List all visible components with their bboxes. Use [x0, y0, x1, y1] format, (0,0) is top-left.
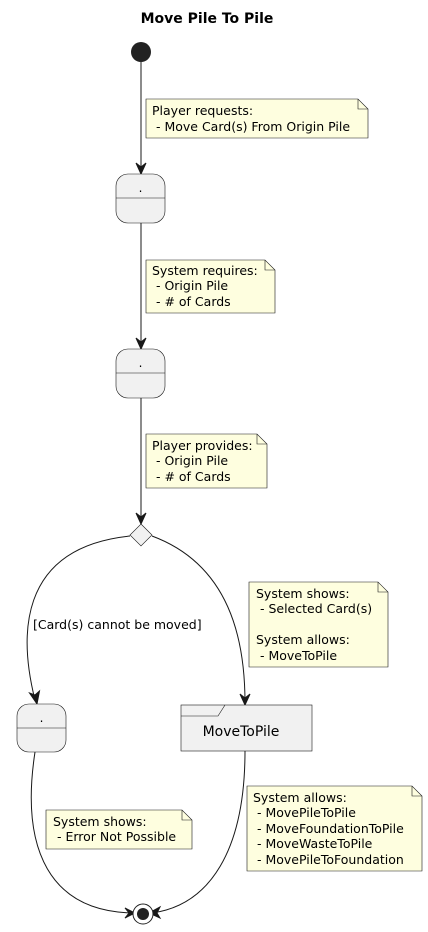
note-system-shows-error: System shows: - Error Not Possible — [0, 0, 196, 850]
choice-node — [129, 523, 153, 547]
arrowhead — [28, 689, 41, 706]
note-line: - MovePileToFoundation — [253, 852, 404, 867]
note-system-requires: System requires: - Origin Pile - # of Ca… — [0, 0, 286, 314]
start-node — [131, 42, 151, 62]
note-player-provides: Player provides: - Origin Pile - # of Ca… — [0, 0, 280, 489]
arrowhead — [239, 693, 251, 707]
arrowhead — [124, 907, 137, 919]
note-line: - # of Cards — [152, 469, 231, 484]
edge-choice-to-movetopile — [151, 535, 246, 704]
note-line: System allows: — [253, 790, 347, 805]
note-line: - # of Cards — [152, 294, 231, 309]
note-line: - MoveFoundationToPile — [253, 821, 404, 836]
end-node-core — [137, 908, 149, 920]
note-line: System shows: — [53, 814, 147, 829]
svg-text:System allows: - MovePi: System allows: - MovePileToPile - MoveFo… — [253, 790, 404, 867]
state-error: . — [16, 703, 67, 753]
arrowhead — [135, 162, 147, 176]
guard-label: [Card(s) cannot be moved] — [33, 617, 202, 632]
diagram-title: Move Pile To Pile — [141, 11, 274, 27]
svg-text:System shows: - Selecte: System shows: - Selected Card(s) System … — [256, 586, 372, 663]
note-line: System shows: — [256, 586, 350, 601]
movetopile-package: MoveToPile — [180, 704, 313, 752]
note-line: - MoveToPile — [256, 648, 337, 663]
movetopile-label: MoveToPile — [203, 724, 280, 740]
note-line: - Move Card(s) From Origin Pile — [152, 119, 350, 134]
note-line: - Selected Card(s) — [256, 601, 372, 616]
note-line: - Origin Pile — [152, 453, 228, 468]
state-1: . — [115, 173, 166, 224]
note-system-allows: System allows: - MovePileToPile - MoveFo… — [246, 785, 423, 872]
note-line: - MovePileToPile — [253, 805, 356, 820]
state-error-label: . — [40, 711, 44, 725]
arrowhead — [135, 512, 147, 526]
note-line: - MoveWasteToPile — [253, 836, 373, 851]
note-line: - Origin Pile — [152, 278, 228, 293]
state-2: . — [115, 348, 166, 399]
note-player-requests: Player requests: - Move Card(s) From Ori… — [0, 0, 370, 139]
svg-text:System requires: - Orig: System requires: - Origin Pile - # of Ca… — [0, 0, 286, 309]
note-line: Player provides: — [152, 438, 253, 453]
state-1-label: . — [139, 181, 143, 195]
arrowhead — [135, 337, 147, 351]
note-line: - Error Not Possible — [53, 829, 176, 844]
note-line: System requires: — [152, 263, 258, 278]
svg-text:System shows: - Error N: System shows: - Error Not Possible — [0, 0, 196, 844]
edge-choice-to-error — [26, 535, 131, 701]
svg-text:Player requests: - Move: Player requests: - Move Card(s) From Ori… — [0, 0, 370, 134]
edge-movetopile-to-end — [151, 750, 246, 914]
state-2-label: . — [139, 356, 143, 370]
svg-text:Player provides: - Orig: Player provides: - Origin Pile - # of Ca… — [0, 0, 280, 484]
note-system-shows-selected: System shows: - Selected Card(s) System … — [248, 581, 389, 668]
note-line: System allows: — [256, 632, 350, 647]
edge-error-to-end — [30, 751, 135, 914]
note-line: Player requests: — [152, 103, 253, 118]
